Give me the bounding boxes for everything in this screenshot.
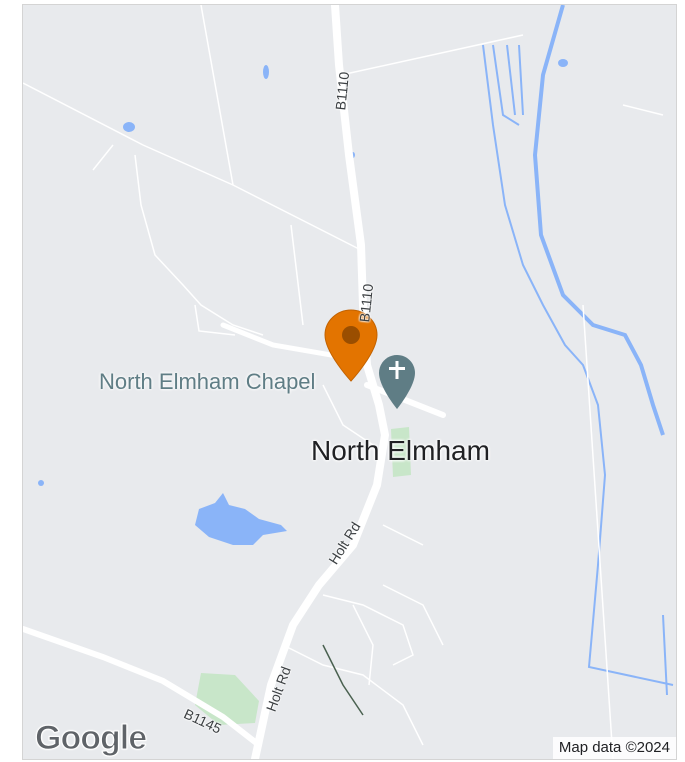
drain	[662, 614, 668, 696]
drain	[482, 44, 674, 686]
pond	[123, 122, 135, 132]
map-pin-icon[interactable]	[324, 309, 378, 382]
river	[532, 5, 665, 436]
map-canvas[interactable]	[23, 5, 676, 759]
map-attribution[interactable]: Map data ©2024	[552, 737, 676, 759]
drains	[492, 44, 524, 126]
pond	[558, 59, 568, 67]
place-label-town: North Elmham	[311, 435, 490, 466]
field-tracks	[23, 5, 664, 759]
lake	[195, 493, 287, 545]
pond	[263, 65, 269, 79]
woodland-edge	[322, 644, 364, 716]
poi-label-chapel[interactable]: North Elmham Chapel	[99, 369, 316, 394]
pond	[38, 480, 44, 486]
church-cross-icon[interactable]	[379, 355, 415, 409]
park-area	[391, 427, 411, 477]
map-view[interactable]: North Elmham Chapel North Elmham B1110 B…	[22, 4, 677, 760]
main-roads	[23, 5, 446, 759]
google-logo: Google	[34, 719, 147, 758]
